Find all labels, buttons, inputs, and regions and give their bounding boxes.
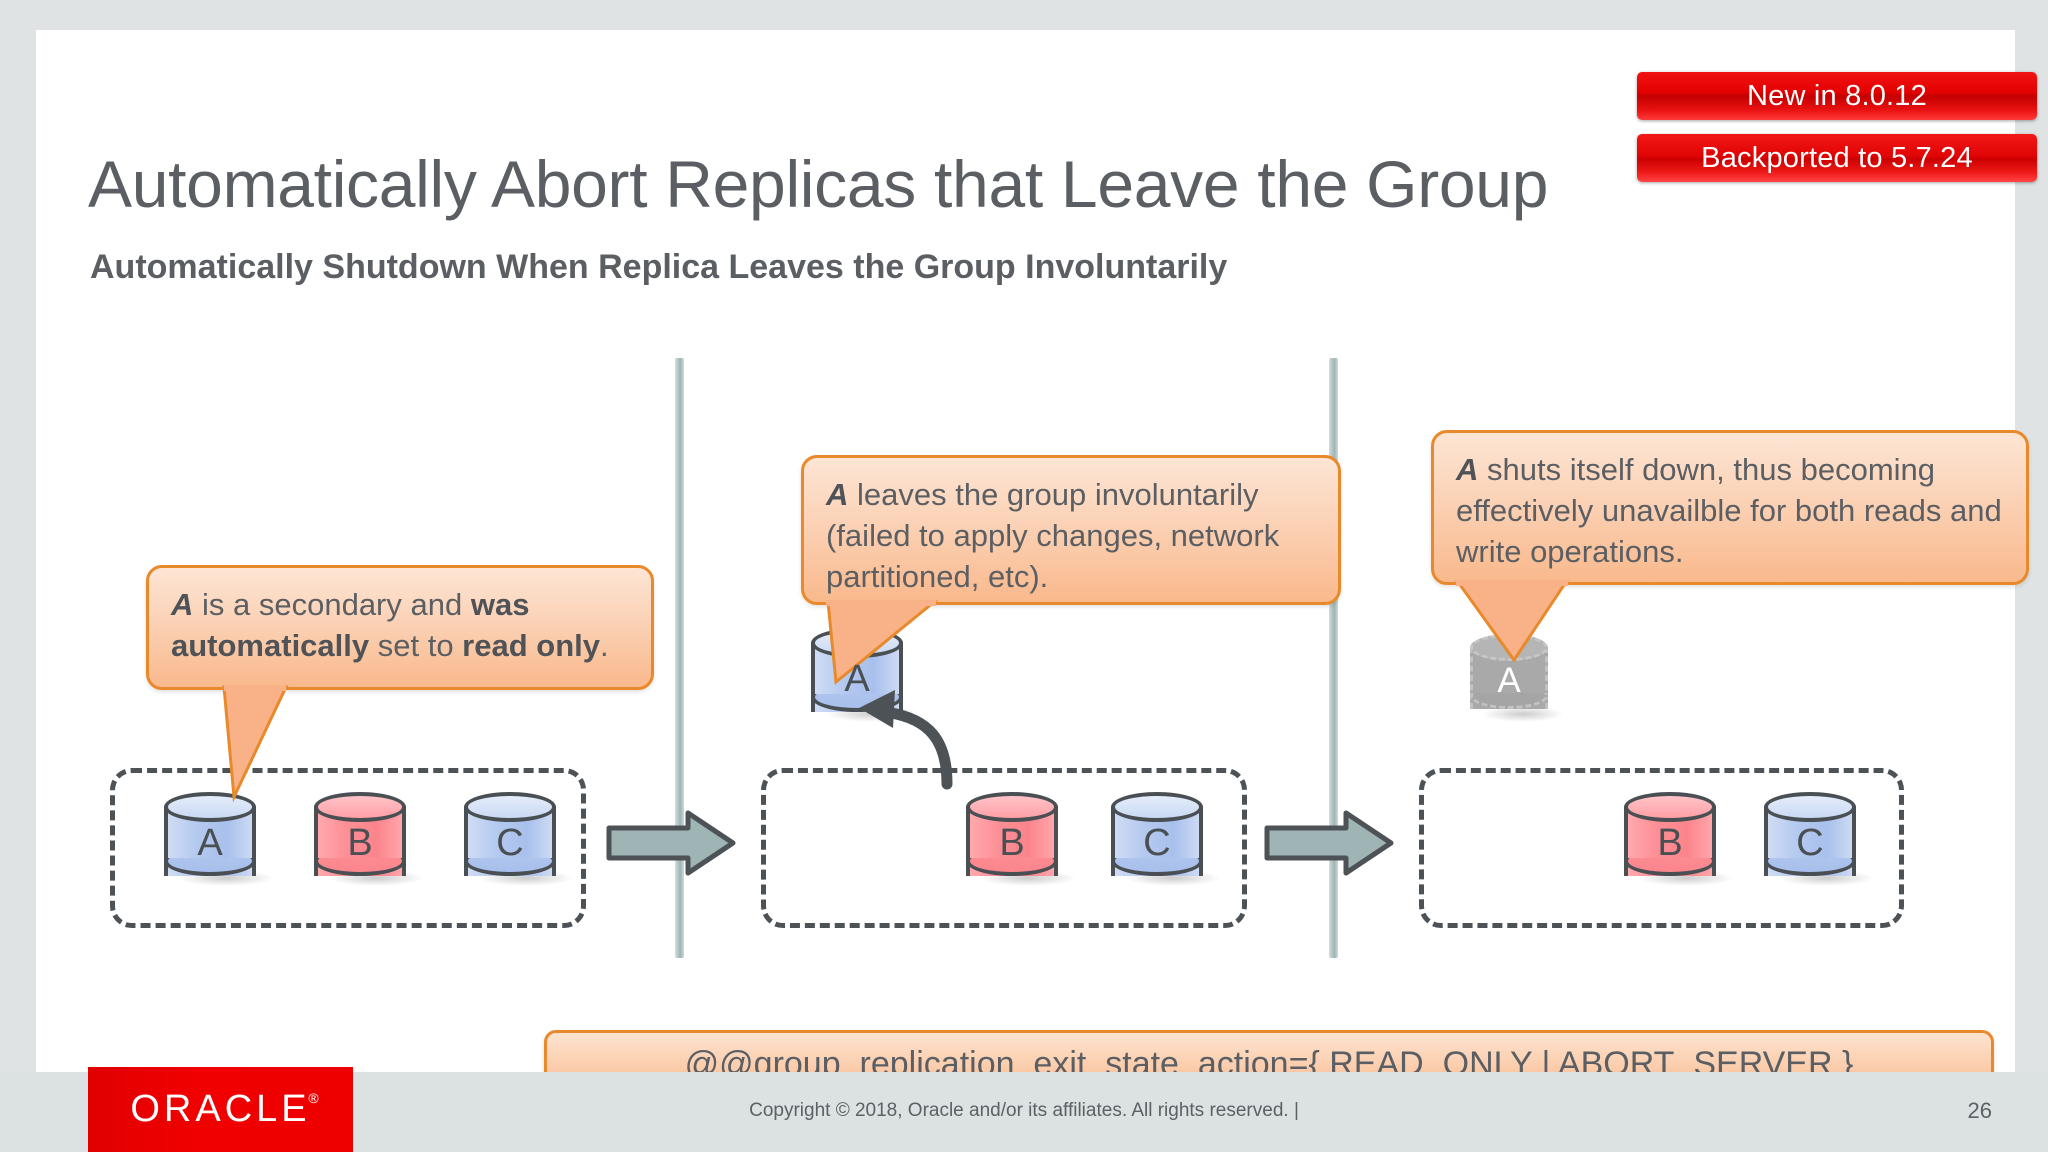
node-label: C <box>1796 822 1824 864</box>
callout-secondary-read-only: A is a secondary and was automatically s… <box>146 565 654 690</box>
page-subtitle: Automatically Shutdown When Replica Leav… <box>90 248 1228 286</box>
node-shadow <box>1482 706 1564 722</box>
db-node-a-shutdown: A <box>1470 634 1564 722</box>
badge-new-version: New in 8.0.12 <box>1637 72 2037 120</box>
callout-1-text-3: . <box>600 628 609 664</box>
stage-divider-1 <box>675 358 684 958</box>
node-label: A <box>844 658 870 700</box>
callout-1-text-2: set to <box>369 628 463 664</box>
oracle-wordmark: ORACLE® <box>130 1088 323 1130</box>
db-node-b-group1: B <box>314 792 424 888</box>
cylinder-top <box>464 792 556 822</box>
slide-canvas: New in 8.0.12 Backported to 5.7.24 Autom… <box>36 30 2037 1098</box>
node-label: A <box>1497 661 1521 700</box>
callout-node-leaves-group: A leaves the group involuntarily (failed… <box>801 455 1341 605</box>
node-leaves-group-arrow <box>851 680 981 790</box>
callout-node-shutdown: A shuts itself down, thus becoming effec… <box>1431 430 2029 585</box>
replication-group-3 <box>1419 768 1904 928</box>
node-label: A <box>197 822 223 864</box>
badge-backported-version: Backported to 5.7.24 <box>1637 134 2037 182</box>
db-node-b-group2: B <box>966 792 1076 888</box>
callout-1-bold-2: read only <box>462 628 600 664</box>
cylinder-top <box>966 792 1058 822</box>
db-node-c-group1: C <box>464 792 574 888</box>
replication-group-2 <box>761 768 1247 928</box>
callout-3-text: shuts itself down, thus becoming effecti… <box>1456 452 2002 570</box>
callout-1-bold-1: was automatically <box>171 587 530 664</box>
db-node-a-group1: A <box>164 792 274 888</box>
cylinder-top <box>1624 792 1716 822</box>
replication-group-1 <box>110 768 586 928</box>
cylinder-top <box>1111 792 1203 822</box>
node-label: B <box>999 822 1025 864</box>
page-title: Automatically Abort Replicas that Leave … <box>88 147 1549 221</box>
stage-divider-2 <box>1329 358 1338 958</box>
db-node-c-group2: C <box>1111 792 1221 888</box>
node-label: C <box>496 822 524 864</box>
flow-arrow-2 <box>1264 810 1394 876</box>
page-number: 26 <box>1967 1098 1992 1123</box>
copyright-text: Copyright © 2018, Oracle and/or its affi… <box>749 1100 1299 1121</box>
cylinder-top <box>1764 792 1856 822</box>
node-label: C <box>1143 822 1171 864</box>
flow-arrow-1 <box>606 810 736 876</box>
node-label: B <box>1657 822 1683 864</box>
registered-mark-icon: ® <box>308 1090 323 1106</box>
callout-3-node-ref: A <box>1456 452 1479 487</box>
callout-1-node-ref: A <box>171 587 194 622</box>
oracle-logo: ORACLE® <box>88 1067 353 1152</box>
callout-2-text: leaves the group involuntarily (failed t… <box>826 477 1280 595</box>
cylinder-top <box>314 792 406 822</box>
db-node-b-group3: B <box>1624 792 1734 888</box>
db-node-c-group3: C <box>1764 792 1874 888</box>
callout-1-text-1: is a secondary and <box>193 587 471 622</box>
callout-2-node-ref: A <box>826 477 849 512</box>
node-label: B <box>347 822 373 864</box>
